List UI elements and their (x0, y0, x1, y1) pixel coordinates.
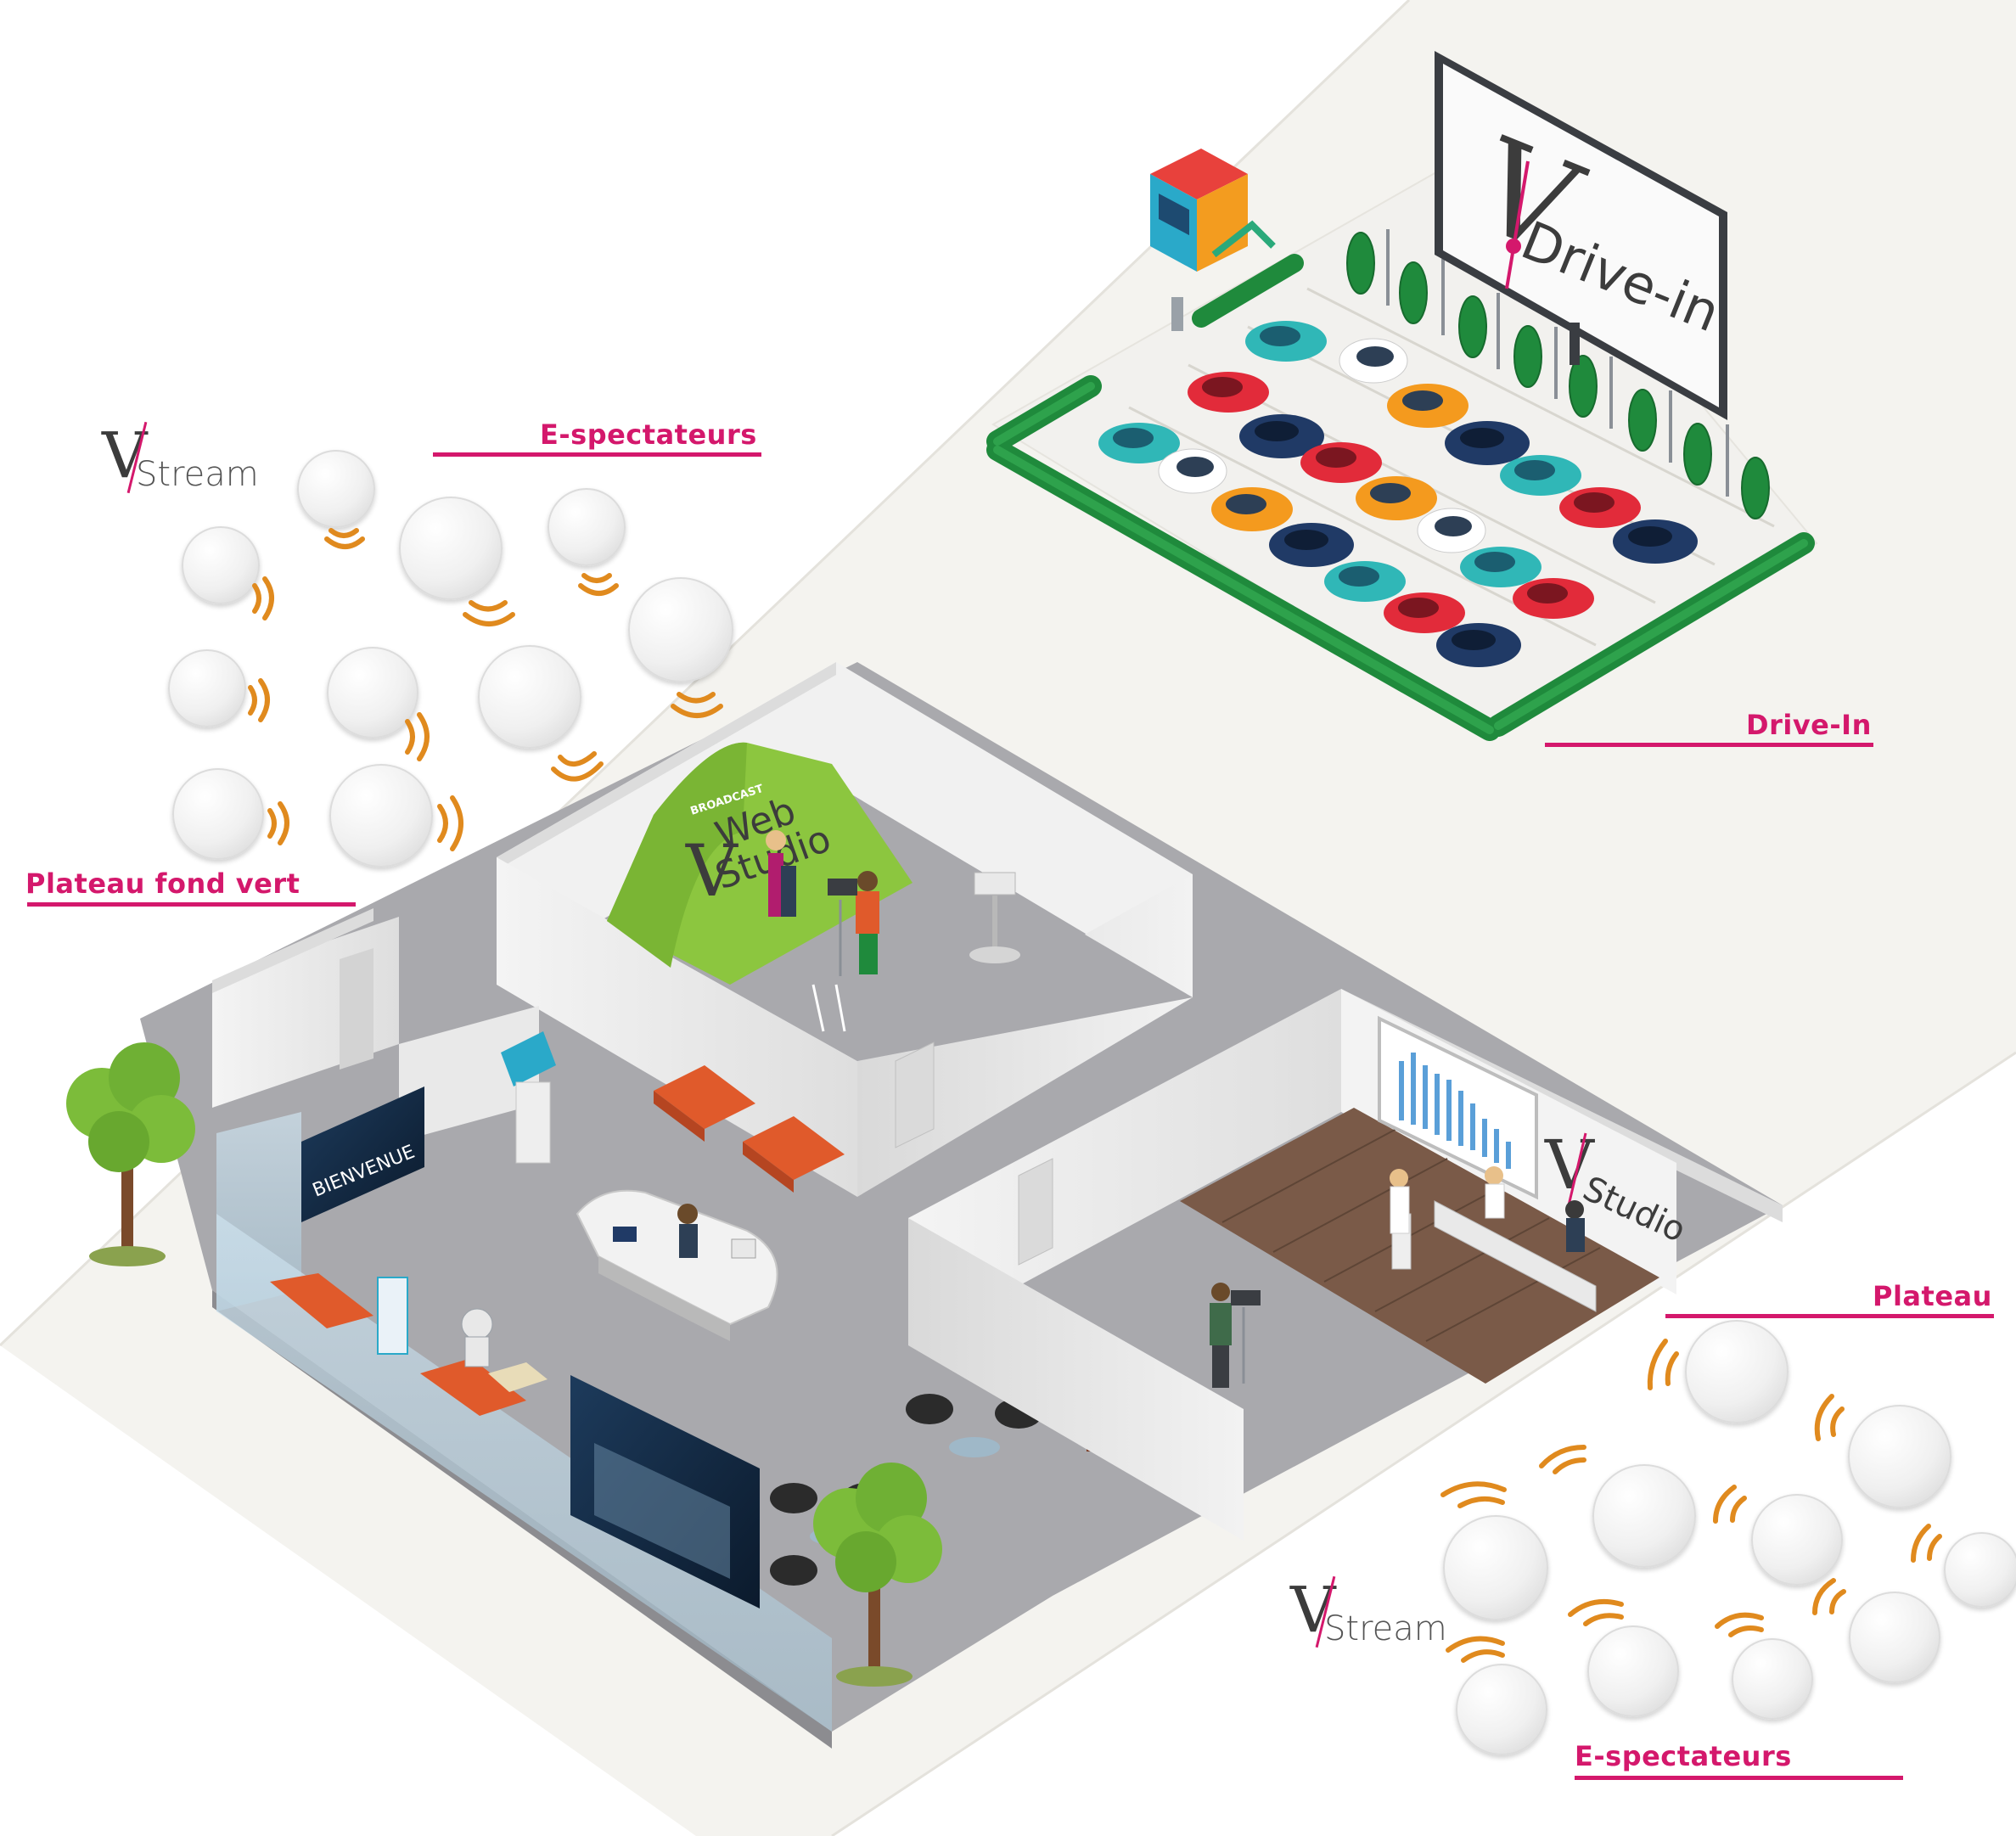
car-icon (1436, 623, 1521, 667)
spectator-desk-icon (1849, 1592, 1940, 1683)
wifi-signal-icon (1713, 1485, 1747, 1524)
green-screen-room: BROADCAST V Web Studio (497, 662, 1193, 1197)
wifi-signal-icon (1814, 1394, 1845, 1441)
spectator-desk-icon (1443, 1515, 1548, 1620)
car-icon (1098, 423, 1180, 463)
wifi-signal-icon (1647, 1339, 1679, 1390)
label-plateau-fond-vert: Plateau fond vert (25, 867, 300, 900)
wifi-signal-icon (578, 573, 619, 596)
label-e-spectateurs-bottom: E-spectateurs (1575, 1740, 1792, 1772)
drive-in-parking: V Drive-in (986, 51, 1818, 741)
tree-icon (66, 1042, 195, 1266)
wifi-signal-icon (437, 795, 463, 851)
vstream-logo-bottom: V Stream (1290, 1574, 1447, 1648)
wifi-signal-icon (1446, 1636, 1505, 1663)
car-icon (1245, 321, 1327, 362)
welcome-screen (301, 1086, 424, 1222)
vstream-logo-top-word: Stream (136, 455, 259, 494)
car-icon (1387, 384, 1468, 428)
cypress-row (1346, 232, 1770, 519)
underline-drive-in (1545, 743, 1873, 747)
label-drive-in: Drive-In (1746, 709, 1872, 741)
car-icon (1613, 519, 1698, 564)
lobby: BIENVENUE (216, 1031, 1116, 1732)
car-icon (1417, 508, 1486, 553)
underline-plateau-fond-vert (27, 902, 356, 907)
car-icon (1384, 592, 1465, 633)
car-icon (1239, 414, 1324, 458)
spectator-desk-icon (1456, 1664, 1547, 1755)
car-icon (1445, 421, 1530, 465)
spectator-desk-icon (1732, 1638, 1813, 1720)
vstream-logo-bottom-word: Stream (1324, 1609, 1447, 1648)
camera-operator-icon (1210, 1283, 1261, 1388)
svg-text:V: V (685, 829, 738, 912)
wifi-signal-icon (551, 751, 604, 782)
wifi-signal-icon (671, 692, 723, 718)
wifi-signal-icon (1911, 1524, 1942, 1563)
spectator-desk-icon (172, 768, 264, 860)
label-plateau: Plateau (1873, 1280, 1992, 1312)
spectator-desk-icon (182, 526, 260, 604)
wifi-signal-icon (1568, 1598, 1624, 1626)
spectator-desk-icon (297, 450, 375, 528)
spectator-desk-icon (329, 764, 433, 867)
spectator-desk-icon (168, 649, 246, 727)
ticket-booth-icon (1150, 149, 1276, 331)
wifi-signal-icon (1539, 1445, 1586, 1474)
spectator-desk-icon (399, 497, 503, 600)
hedge-back (1192, 254, 1304, 328)
label-e-spectateurs-top: E-spectateurs (540, 418, 757, 451)
spectator-desk-icon (1751, 1494, 1843, 1586)
spectator-desk-icon (1944, 1532, 2016, 1608)
spectator-desk-icon (1848, 1405, 1951, 1508)
spectator-desk-icon (1587, 1625, 1679, 1717)
studio-camera (969, 872, 1020, 963)
wifi-signal-icon (252, 576, 274, 620)
wifi-signal-icon (405, 712, 430, 761)
spectator-desk-icon (1685, 1320, 1789, 1423)
car-icon (1300, 442, 1382, 483)
wifi-signal-icon (267, 801, 289, 845)
tree-icon (813, 1463, 942, 1687)
underline-e-spectateurs-top (433, 452, 761, 457)
car-icon (1158, 448, 1227, 494)
underline-e-spectateurs-bottom (1575, 1776, 1903, 1780)
car-icon (1339, 338, 1408, 384)
spectator-desk-icon (1592, 1464, 1696, 1568)
car-icon (1269, 523, 1354, 567)
car-icon (1356, 476, 1437, 520)
parked-cars (1098, 321, 1698, 667)
car-icon (1324, 561, 1406, 602)
svg-text:V: V (1544, 1126, 1595, 1204)
car-icon (1513, 578, 1594, 619)
spectator-desk-icon (327, 647, 418, 738)
wifi-signal-icon (1812, 1578, 1846, 1615)
wifi-signal-icon (1440, 1481, 1507, 1508)
wifi-signal-icon (463, 600, 515, 626)
plateau-room: V Studio (908, 989, 1783, 1541)
spectator-desk-icon (628, 577, 733, 682)
camera-operator-icon (828, 871, 879, 976)
wifi-signal-icon (1715, 1612, 1764, 1637)
car-icon (1460, 547, 1541, 587)
spectator-desk-icon (548, 488, 626, 566)
vstream-logo-top: V Stream (102, 419, 259, 494)
car-icon (1559, 487, 1641, 528)
spectator-desk-icon (478, 645, 581, 749)
car-icon (1188, 372, 1269, 413)
wifi-signal-icon (248, 678, 270, 722)
car-icon (1211, 487, 1293, 531)
wifi-signal-icon (324, 528, 365, 549)
car-icon (1500, 455, 1581, 496)
underline-plateau (1665, 1314, 1994, 1318)
